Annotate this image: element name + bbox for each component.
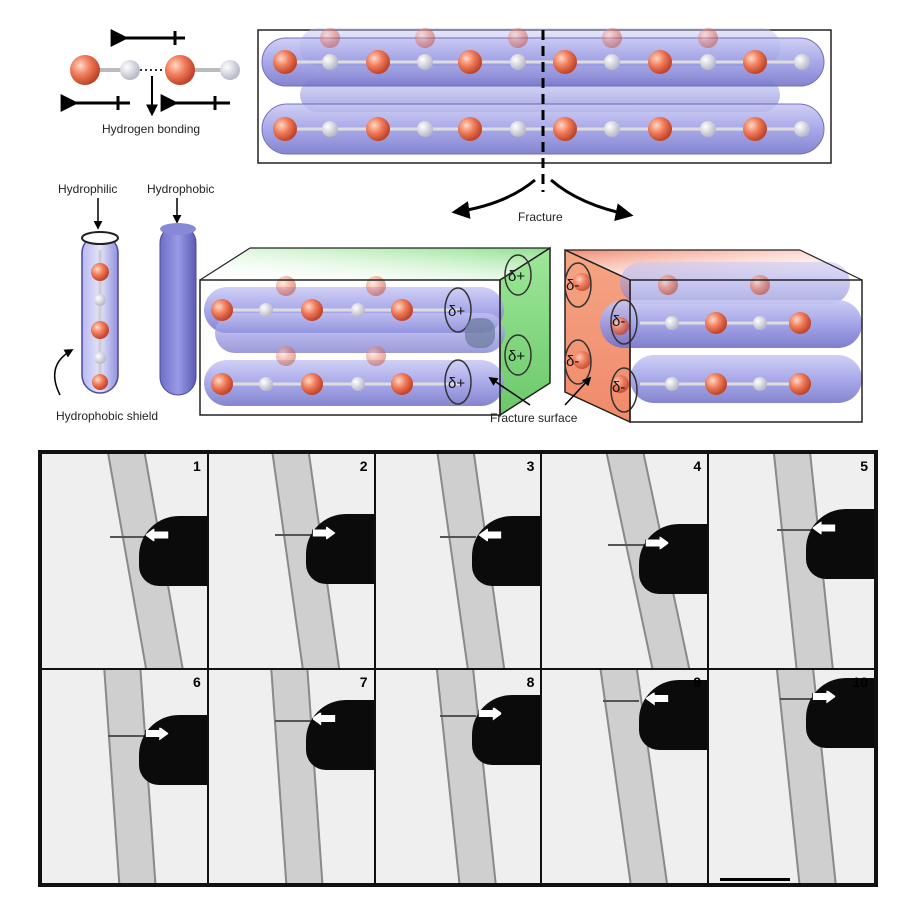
probe-tip xyxy=(805,677,874,748)
hydrogen-bond-illustration: Hydrogen bonding xyxy=(60,29,240,136)
micrograph-frame: 2 xyxy=(208,454,374,668)
probe-tip xyxy=(639,679,708,750)
probe-tip xyxy=(472,694,541,765)
micrograph-frame: 9 xyxy=(542,669,708,883)
micrograph-frame: 6 xyxy=(42,669,207,883)
intact-fibre-box xyxy=(257,28,832,192)
frame-number: 7 xyxy=(359,673,368,690)
oxygen-atom xyxy=(165,55,195,85)
frame-number: 6 xyxy=(193,673,201,690)
probe-tip xyxy=(305,514,374,584)
micrograph-frame: 10 xyxy=(709,669,874,883)
delta-plus-label: δ+ xyxy=(448,303,465,320)
hydrogen-atom xyxy=(220,60,240,80)
probe-tip xyxy=(305,699,374,770)
crack-line xyxy=(439,536,476,538)
crack-line xyxy=(108,734,144,737)
micrograph-frame: 7 xyxy=(208,669,374,883)
label-arrows xyxy=(53,198,182,396)
crack-line xyxy=(608,544,645,546)
crack-line xyxy=(780,697,817,700)
crack-line xyxy=(439,714,476,717)
fracture-arrows xyxy=(451,178,634,221)
frame-number: 9 xyxy=(693,673,702,690)
delta-minus-label: δ- xyxy=(566,353,579,370)
delta-minus-label: δ- xyxy=(612,313,625,330)
hydrophobic-label: Hydrophobic xyxy=(147,182,214,196)
frame-number: 3 xyxy=(526,458,535,474)
hydrophobic-tube xyxy=(159,223,197,396)
probe-tip xyxy=(138,516,207,586)
micrograph-frame: 5 xyxy=(709,454,874,668)
crack-line xyxy=(110,536,146,538)
green-fracture-block: δ+ δ+ δ+ δ+ xyxy=(199,246,551,417)
crack-line xyxy=(777,529,814,531)
top-chain-atoms xyxy=(273,28,810,141)
fracture-surface-label: Fracture surface xyxy=(490,411,578,425)
red-fracture-block: δ- δ- δ- δ- xyxy=(564,248,863,424)
fibre-tube xyxy=(268,669,327,883)
scale-bar xyxy=(720,878,790,881)
crack-line xyxy=(603,699,640,702)
micrograph-frame: 8 xyxy=(375,669,541,883)
delta-plus-label: δ+ xyxy=(448,375,465,392)
frame-number: 4 xyxy=(693,458,702,474)
frame-number: 5 xyxy=(860,458,868,474)
hydrophilic-label: Hydrophilic xyxy=(58,182,117,196)
fracture-label: Fracture xyxy=(518,210,563,224)
crack-line xyxy=(274,534,311,536)
probe-tip xyxy=(138,714,207,785)
micrograph-frame: 1 xyxy=(42,454,207,668)
frame-number: 1 xyxy=(193,458,201,474)
delta-minus-label: δ- xyxy=(612,379,625,396)
probe-tip xyxy=(805,509,874,579)
frame-number: 10 xyxy=(852,673,868,690)
fracture-surface-arrows xyxy=(488,376,592,406)
delta-plus-label: δ+ xyxy=(508,268,525,285)
probe-tip xyxy=(472,516,541,586)
frame-number: 8 xyxy=(526,673,535,690)
delta-plus-label: δ+ xyxy=(508,348,525,365)
micrograph-frame: 4 xyxy=(542,454,708,668)
micrograph-frame: 3 xyxy=(375,454,541,668)
hydrophobic-shield-label: Hydrophobic shield xyxy=(56,409,158,423)
micrograph-panel: 1 2 3 4 5 6 7 8 9 10 xyxy=(38,450,878,887)
force-arrow-icon xyxy=(60,29,230,117)
hydrophilic-tube xyxy=(81,231,119,394)
hydrogen-atom xyxy=(120,60,140,80)
oxygen-atom xyxy=(70,55,100,85)
fracture-diagram: Hydrogen bonding xyxy=(53,28,863,425)
crack-line xyxy=(274,719,311,722)
hydrogen-bonding-label: Hydrogen bonding xyxy=(102,122,200,136)
delta-minus-label: δ- xyxy=(566,277,579,294)
frame-number: 2 xyxy=(359,458,368,474)
probe-tip xyxy=(639,524,708,594)
